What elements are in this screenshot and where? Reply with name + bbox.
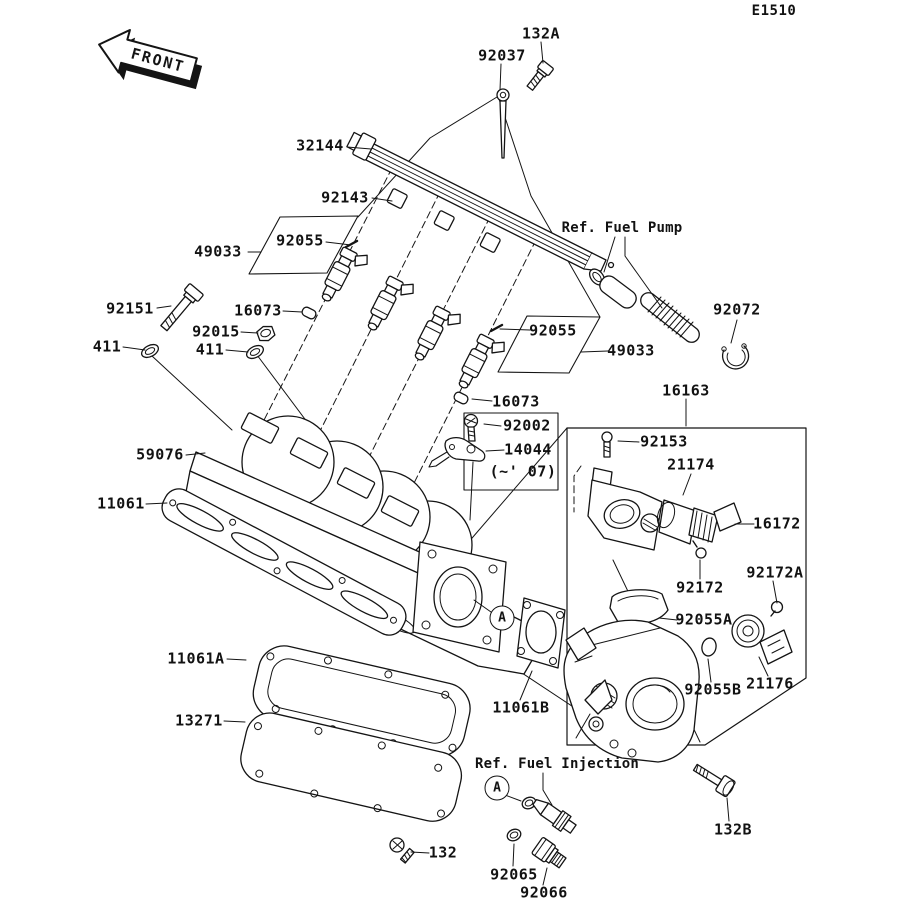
front-arrow: FRONT [98,28,203,90]
injector-callout-right [497,315,601,374]
part-label-92072: 92072 [713,300,761,319]
part-label-14044: 14044 [504,440,552,459]
part-label-13271: 13271 [175,711,223,730]
part-label-year-note: (~' 07) [489,462,557,481]
part-label-49033-1: 49033 [194,242,242,261]
bolt-132a [526,60,554,91]
part-label-92002: 92002 [503,416,551,435]
throttle-gasket [516,597,566,669]
bottom-hardware [389,763,736,869]
part-label-ref-fuel-injection: Ref. Fuel Injection [475,756,639,772]
part-label-e1510: E1510 [751,3,797,19]
part-label-11061: 11061 [97,494,145,513]
part-label-92055b: 92055B [684,680,742,699]
injector-callout-left [248,215,359,275]
part-label-49033-2: 49033 [607,341,655,360]
bracket-detail-box [428,412,559,491]
part-label-92055-2: 92055 [529,321,577,340]
detail-marker-a-1: A [489,605,515,631]
fuel-pump-hose-group [588,268,700,343]
fuel-injectors [321,239,505,389]
throttle-sensor [701,600,793,665]
part-label-ref-fuel-pump: Ref. Fuel Pump [561,220,683,236]
part-label-32144: 32144 [296,136,344,155]
part-label-16172: 16172 [753,514,801,533]
part-label-92066: 92066 [520,883,568,900]
part-label-92172a: 92172A [746,563,804,582]
cable-tie [496,88,510,159]
part-label-411-2: 411 [195,340,225,359]
manifold-gasket [161,488,407,636]
part-label-132: 132 [428,843,458,862]
fuel-rail [346,131,615,272]
manifold-fasteners [140,283,469,405]
leader-lines [122,41,778,886]
part-label-132b: 132B [713,820,753,839]
part-label-16073-2: 16073 [492,392,540,411]
part-label-59076: 59076 [136,445,184,464]
part-label-92143: 92143 [321,188,369,207]
part-label-16073-1: 16073 [234,301,282,320]
part-label-11061b: 11061B [492,698,550,717]
cover-plate [240,712,463,822]
bolt-132b [692,763,736,798]
part-label-11061a: 11061A [167,649,225,668]
injector-clip-marks [344,239,504,333]
part-label-92151: 92151 [106,299,154,318]
part-label-92055-1: 92055 [276,231,324,250]
part-label-92153: 92153 [640,432,688,451]
throttle-mount-flange [412,541,507,653]
part-label-132a: 132A [521,24,561,43]
part-label-92015: 92015 [192,322,240,341]
detail-marker-a-2: A [484,775,510,801]
part-label-411-1: 411 [92,337,122,356]
part-label-92055a: 92055A [675,610,733,629]
part-label-21174: 21174 [667,455,715,474]
throttle-body [563,619,700,763]
part-label-92037: 92037 [478,46,526,65]
intake-manifold [185,412,539,675]
throttle-cap-assembly [587,431,742,625]
part-label-92065: 92065 [490,865,538,884]
part-label-16163: 16163 [662,381,710,400]
part-label-21176: 21176 [746,674,794,693]
circlip [721,343,750,370]
part-label-92172: 92172 [676,578,724,597]
